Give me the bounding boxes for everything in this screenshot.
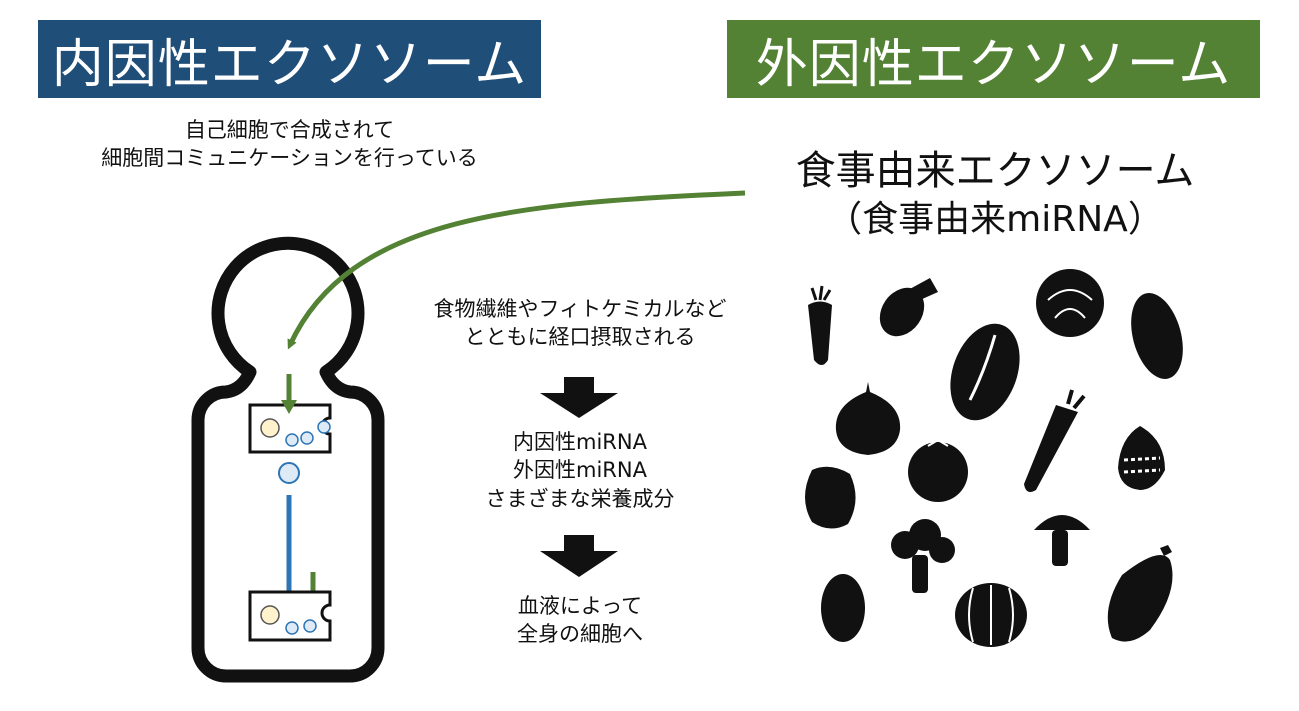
pumpkin-icon: [955, 583, 1027, 647]
exosome-icon: [278, 462, 300, 484]
contents-line-2: 外因性miRNA: [513, 458, 647, 483]
down-arrow-1: [540, 377, 618, 418]
corn-icon: [1107, 545, 1173, 642]
endogenous-description: 自己細胞で合成されて 細胞間コミュニケーションを行っている: [38, 116, 541, 173]
endogenous-exosome-banner: 内因性エクソソーム: [38, 20, 541, 98]
food-exosome-title: 食事由来エクソソーム: [795, 148, 1195, 194]
carrot-icon: [808, 285, 832, 365]
eggplant-icon: [879, 278, 938, 337]
oral-intake-line-1: 食物繊維やフィトケミカルなど: [433, 297, 727, 321]
chinese-cabbage-icon: [950, 323, 1020, 421]
long-carrot-icon: [1024, 389, 1086, 492]
food-mirna-subtitle: （食事由来miRNA）: [826, 199, 1164, 240]
cabbage-icon: [1036, 269, 1104, 337]
exogenous-exosome-banner: 外因性エクソソーム: [727, 20, 1260, 98]
broccoli-icon: [891, 519, 955, 593]
distribution-line-1: 血液によって: [517, 594, 643, 618]
green-arrow-upper: [281, 374, 297, 414]
bell-pepper-icon: [805, 466, 856, 529]
oral-intake-line-2: とともに経口摂取される: [464, 325, 696, 350]
distribution-line-2: 全身の細胞へ: [517, 622, 643, 647]
potato-icon: [821, 574, 865, 642]
onion-icon: [835, 382, 901, 455]
sweet-potato-icon: [1131, 293, 1183, 379]
contents-line-3: さまざまな栄養成分: [485, 486, 675, 511]
tomato-icon: [908, 438, 968, 502]
contents-text: 内因性miRNA 外因性miRNA さまざまな栄養成分: [420, 428, 740, 513]
human-body-outline-icon: [191, 236, 385, 683]
distribution-text: 血液によって 全身の細胞へ: [440, 592, 720, 649]
mushroom-icon: [1034, 515, 1090, 566]
endogenous-description-line-1: 自己細胞で合成されて: [184, 118, 395, 142]
endogenous-description-line-2: 細胞間コミュニケーションを行っている: [101, 146, 478, 171]
oral-intake-text: 食物繊維やフィトケミカルなど とともに経口摂取される: [385, 295, 775, 352]
lower-cell-icon: [248, 590, 332, 642]
down-arrow-2: [540, 535, 618, 577]
taro-icon: [1118, 426, 1165, 490]
ingestion-arrow: [287, 190, 746, 350]
upper-cell-icon: [248, 403, 332, 454]
contents-line-1: 内因性miRNA: [513, 430, 647, 454]
